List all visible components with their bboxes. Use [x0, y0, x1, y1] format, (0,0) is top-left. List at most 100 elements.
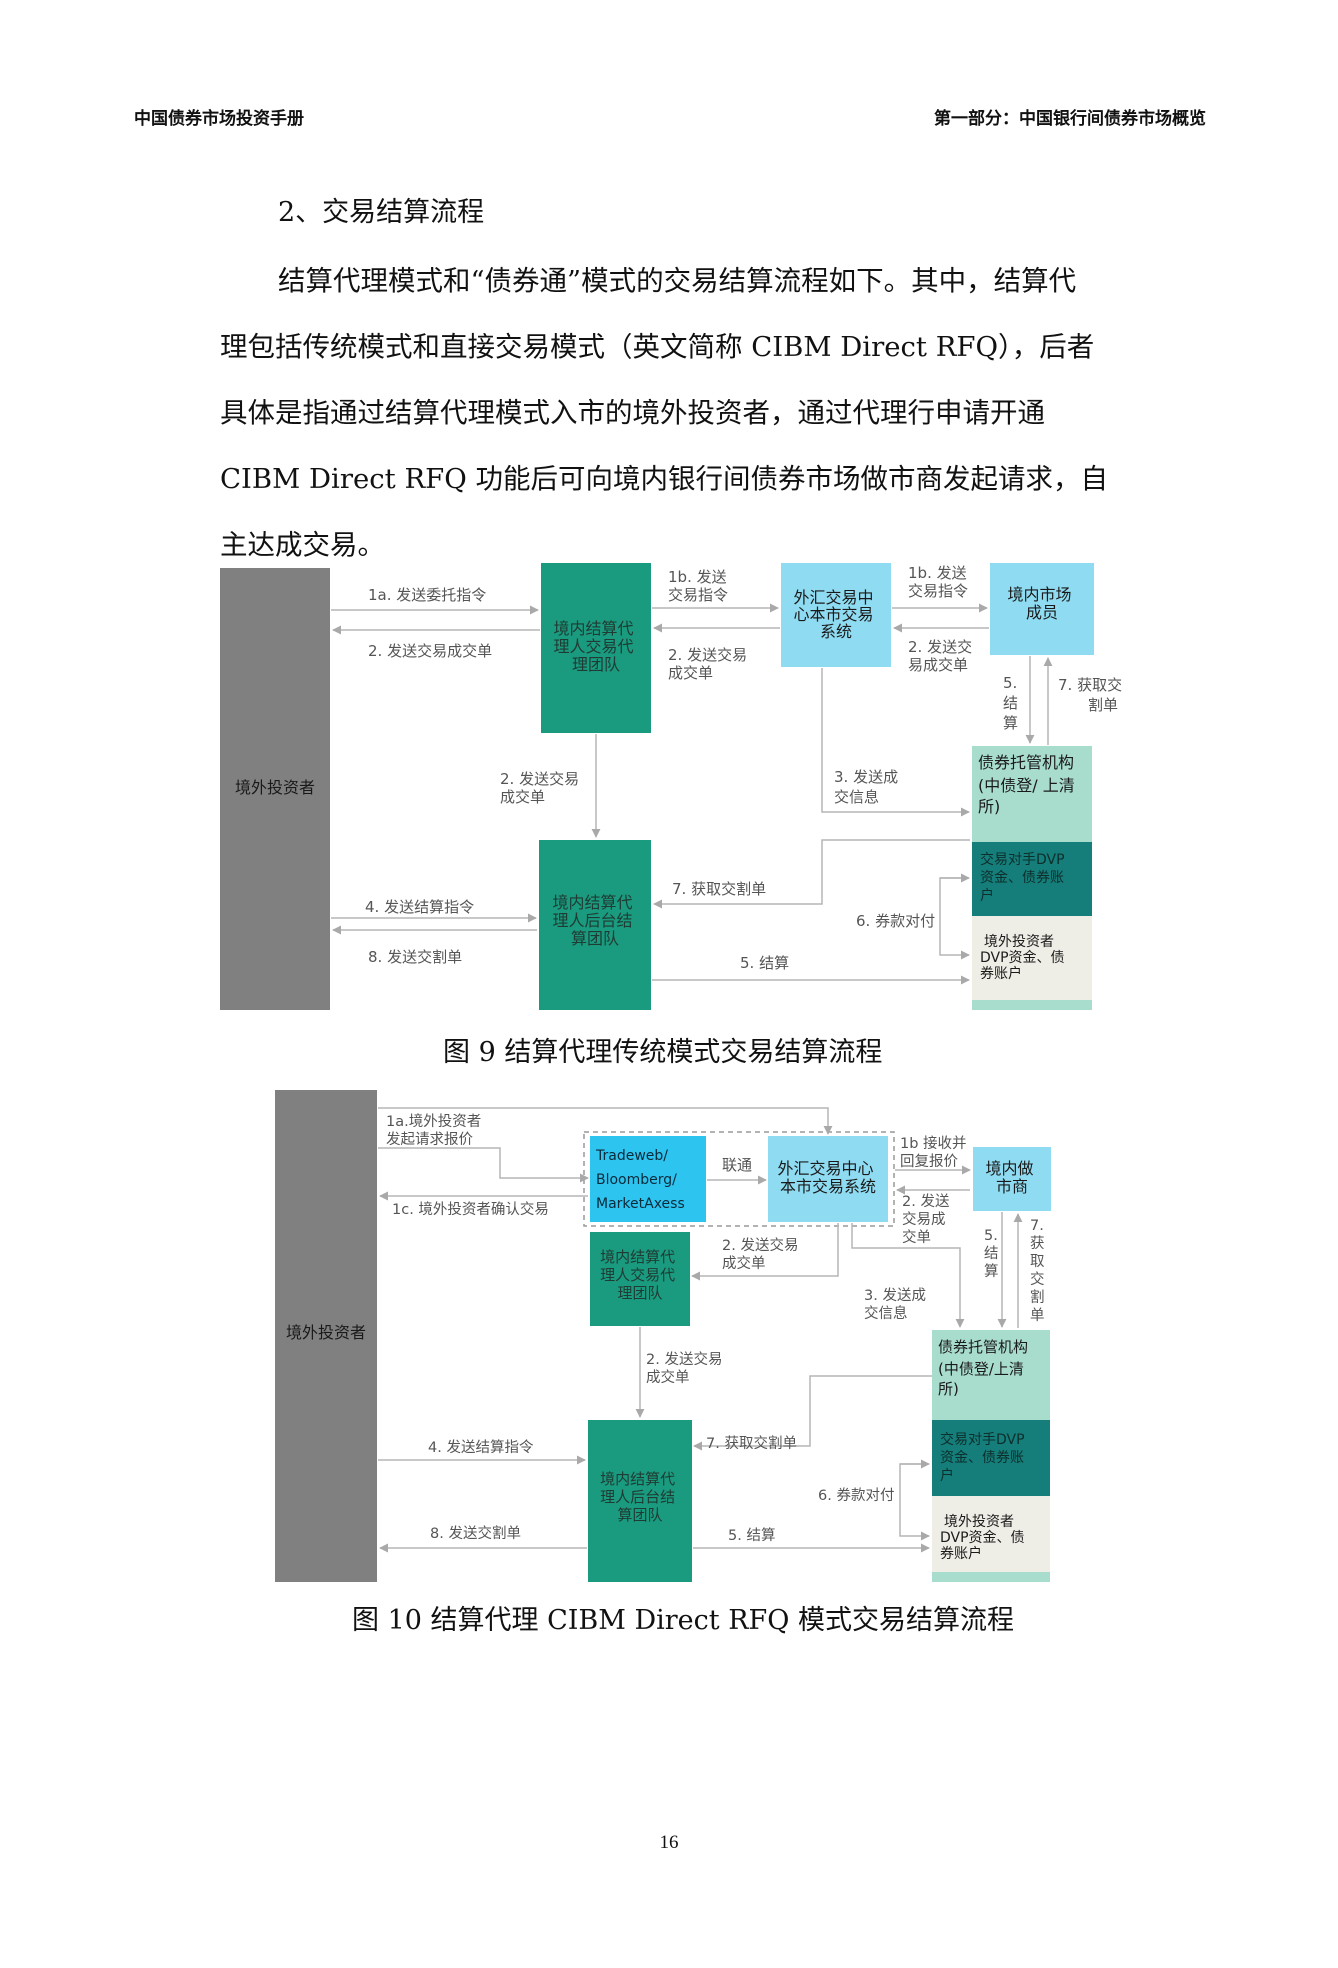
back-team-line: 境内结算代 — [552, 893, 632, 912]
platforms-box — [590, 1136, 706, 1222]
cfets-line: 本市交易系统 — [780, 1177, 876, 1196]
platform-line: Tradeweb/ — [595, 1148, 668, 1164]
figure-10-caption: 图 10 结算代理 CIBM Direct RFQ 模式交易结算流程 — [352, 1605, 1015, 1636]
custodian-line: 所) — [978, 797, 1000, 816]
custodian-line: 债券托管机构 — [978, 753, 1074, 772]
svg-text:7. 获取交割单: 7. 获取交割单 — [1058, 676, 1122, 714]
paragraph-line: 结算代理模式和“债券通”模式的交易结算流程如下。其中，结算代 — [278, 265, 1077, 297]
dvp-counterparty-line: 交易对手DVP — [940, 1431, 1025, 1448]
front-team-line: 理团队 — [617, 1284, 662, 1302]
svg-text:境外投资者 DVP资金、债 券账户: 境外投资者 DVP资金、债 券账户 — [940, 1514, 1029, 1562]
label-2-mid: 2. 发送交易 — [668, 646, 747, 664]
dvp-counterparty-box — [972, 842, 1092, 916]
arrow-6a — [899, 1463, 930, 1541]
label-1b: 1b 接收并 — [900, 1135, 967, 1152]
header-left: 中国债券市场投资手册 — [134, 109, 304, 129]
label-7-get: 7. 获取交割单 — [706, 1434, 797, 1452]
svg-text:5.结算: 5.结算 — [984, 1228, 999, 1280]
dvp-investor-line: 境外投资者 — [944, 1514, 1014, 1530]
label-5: 5. 结算 — [728, 1527, 775, 1544]
dealer-box — [973, 1147, 1051, 1211]
label-7-fetch: 7. 获取交 — [1058, 676, 1122, 694]
svg-text:外汇交易中心 本市交易系统: 外汇交易中心 本市交易系统 — [777, 1159, 878, 1196]
arrow-1a-right — [378, 1147, 589, 1183]
label-3: 3. 发送成 — [864, 1287, 926, 1304]
back-team-line: 理人后台结 — [552, 911, 632, 930]
paragraph-line: 具体是指通过结算代理模式入市的境外投资者，通过代理行申请开通 — [220, 397, 1045, 429]
svg-text:境内结算代 理人后台结 算团队: 境内结算代 理人后台结 算团队 — [552, 893, 637, 948]
page-number: 16 — [659, 1832, 679, 1853]
label-4: 4. 发送结算指令 — [428, 1439, 534, 1456]
back-team-box — [539, 840, 651, 1010]
arrow-1a-top — [378, 1107, 833, 1135]
label-5-settle: 5. — [984, 1228, 998, 1244]
back-team-line: 算团队 — [571, 929, 619, 948]
investor-box — [275, 1090, 377, 1582]
paragraph-line: CIBM Direct RFQ 功能后可向境内银行间债券市场做市商发起请求，自 — [220, 463, 1109, 495]
dvp-base-strip — [972, 1000, 1092, 1010]
member-line: 成员 — [1026, 603, 1058, 622]
dvp-investor-line: 券账户 — [980, 965, 1022, 982]
label-5: 5. 结算 — [740, 954, 789, 972]
label-1c: 1c. 境外投资者确认交易 — [392, 1200, 549, 1218]
investor-label: 境外投资者 — [235, 778, 315, 797]
dvp-investor-line: 券账户 — [940, 1545, 982, 1562]
arrow-3 — [821, 668, 970, 817]
svg-text:交易对手DVP 资金、债券账 户: 交易对手DVP 资金、债券账 户 — [940, 1431, 1029, 1484]
svg-text:境外投资者 DVP资金、债 券账户: 境外投资者 DVP资金、债 券账户 — [980, 934, 1069, 982]
dvp-base-strip — [932, 1572, 1050, 1582]
svg-text:境内结算代 理人交易代 理团队: 境内结算代 理人交易代 理团队 — [553, 619, 638, 674]
platform-line: MarketAxess — [596, 1196, 685, 1212]
body-paragraph: 结算代理模式和“债券通”模式的交易结算流程如下。其中，结算代 理包括传统模式和直… — [220, 248, 1120, 578]
custodian-line: 所) — [938, 1380, 959, 1398]
dvp-counterparty-line: 资金、债券账 — [980, 870, 1064, 886]
svg-text:债券托管机构 (中债登/上清 所): 债券托管机构 (中债登/上清 所) — [938, 1338, 1033, 1398]
investor-box — [220, 568, 330, 1010]
label-6: 6. 券款对付 — [818, 1487, 894, 1504]
front-team-box — [541, 563, 651, 733]
custodian-box — [972, 746, 1092, 842]
back-team-line: 境内结算代 — [600, 1470, 675, 1488]
dvp-investor-box — [972, 916, 1092, 1000]
dvp-counterparty-line: 资金、债券账 — [940, 1450, 1024, 1466]
cfets-line: 外汇交易中心 — [777, 1159, 873, 1178]
custodian-line: (中债登/ 上清 — [978, 776, 1075, 795]
svg-text:2. 发送交易成交单: 2. 发送交易成交单 — [908, 638, 972, 674]
svg-text:外汇交易中 心本市交易 系统: 外汇交易中 心本市交易 系统 — [793, 588, 878, 641]
svg-text:境内结算代 理人后台结 算团队: 境内结算代 理人后台结 算团队 — [600, 1470, 680, 1524]
arrow-2-mid — [691, 1223, 839, 1281]
dvp-counterparty-line: 户 — [940, 1467, 954, 1484]
custodian-box — [932, 1330, 1050, 1420]
svg-text:境内市场 成员: 境内市场 成员 — [1007, 585, 1076, 622]
arrow-7-get — [693, 1375, 932, 1451]
label-3: 3. 发送成 — [834, 768, 898, 786]
label-2-down: 2. 发送交易 — [500, 770, 579, 788]
label-8: 8. 发送交割单 — [430, 1524, 521, 1542]
svg-text:2. 发送交易成交单: 2. 发送交易成交单 — [500, 770, 579, 806]
svg-text:1a.境外投资者发起请求报价: 1a.境外投资者发起请求报价 — [386, 1112, 481, 1148]
dealer-line: 境内做 — [985, 1159, 1033, 1178]
back-team-line: 理人后台结 — [600, 1488, 675, 1506]
back-team-line: 算团队 — [617, 1506, 662, 1524]
paragraph-line: 主达成交易。 — [220, 529, 385, 561]
custodian-line: (中债登/上清 — [938, 1360, 1024, 1378]
svg-text:境内做 市商: 境内做 市商 — [985, 1159, 1038, 1196]
svg-text:5.结算: 5.结算 — [1003, 674, 1018, 732]
label-4: 4. 发送结算指令 — [365, 898, 474, 916]
label-2-right: 2. 发送 — [902, 1193, 950, 1210]
front-team-box — [590, 1232, 690, 1326]
label-2-mid: 2. 发送交易 — [722, 1236, 798, 1254]
cfets-box — [781, 563, 891, 667]
platform-line: Bloomberg/ — [596, 1172, 677, 1188]
custodian-line: 债券托管机构 — [938, 1338, 1028, 1356]
svg-text:2. 发送交易成交单: 2. 发送交易成交单 — [646, 1350, 722, 1386]
label-7-fetch: 7. — [1030, 1218, 1044, 1234]
figure-9-caption: 图 9 结算代理传统模式交易结算流程 — [443, 1037, 883, 1068]
front-team-line: 理人交易代 — [600, 1266, 675, 1284]
dvp-counterparty-line: 户 — [980, 887, 994, 904]
link-label: 联通 — [722, 1156, 752, 1174]
svg-text:7.获取交割单: 7.获取交割单 — [1030, 1218, 1045, 1324]
svg-text:交易对手DVP 资金、债券账 户: 交易对手DVP 资金、债券账 户 — [980, 851, 1069, 904]
label-1a: 1a. 发送委托指令 — [368, 586, 486, 604]
label-2-left: 2. 发送交易成交单 — [368, 642, 492, 660]
